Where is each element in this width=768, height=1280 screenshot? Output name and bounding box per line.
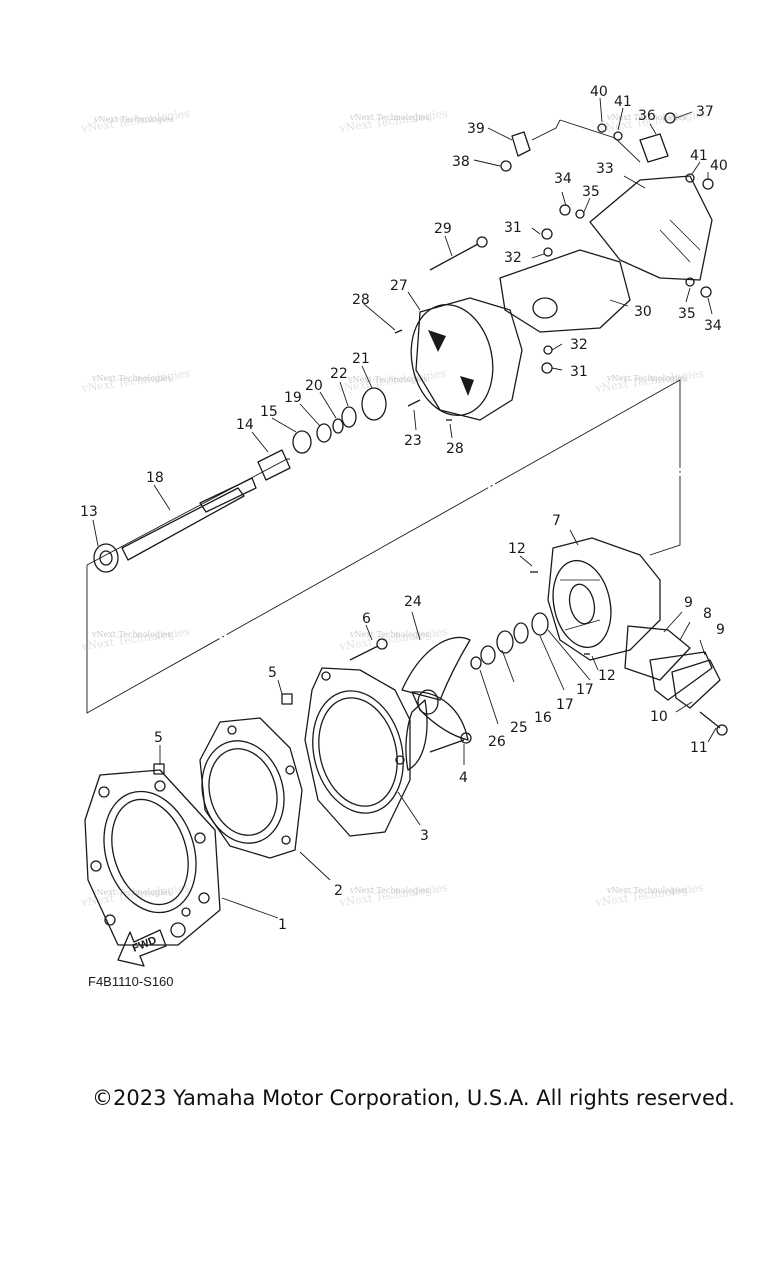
callout-8: 8	[703, 606, 712, 622]
callout-29: 29	[434, 221, 452, 237]
svg-text:vNext Technologies: vNext Technologies	[91, 630, 171, 639]
part-8-9-10-cover	[624, 625, 721, 709]
callout-5b: 5	[268, 665, 277, 681]
callout-4: 4	[459, 770, 468, 786]
callout-31b: 31	[570, 364, 588, 380]
callout-41b: 41	[690, 148, 708, 164]
callout-40b: 40	[710, 158, 728, 174]
svg-text:vNext Technologies: vNext Technologies	[349, 886, 429, 895]
svg-text:vNext Technologies: vNext Technologies	[606, 374, 686, 383]
callout-6: 6	[362, 611, 371, 627]
callout-12b: 12	[598, 668, 616, 684]
callout-28b: 28	[446, 441, 464, 457]
callout-11: 11	[690, 740, 708, 756]
callout-10: 10	[650, 709, 668, 725]
svg-text:vNext Technologies: vNext Technologies	[91, 374, 171, 383]
callout-7: 7	[552, 513, 561, 529]
part-2-housing	[199, 717, 303, 859]
callout-25: 25	[510, 720, 528, 736]
callout-39: 39	[467, 121, 485, 137]
callout-35: 35	[582, 184, 600, 200]
callout-32b: 32	[570, 337, 588, 353]
callout-9b: 9	[716, 622, 725, 638]
callout-31: 31	[504, 220, 522, 236]
copyright-notice: ©2023 Yamaha Motor Corporation, U.S.A. A…	[92, 1086, 735, 1110]
diagram-code: F4B1110-S160	[88, 974, 174, 989]
part-3-impeller-housing	[304, 667, 411, 837]
svg-text:vNext Technologies: vNext Technologies	[606, 886, 686, 895]
callout-28: 28	[352, 292, 370, 308]
callout-34b: 34	[704, 318, 722, 334]
callout-9: 9	[684, 595, 693, 611]
callout-5: 5	[154, 730, 163, 746]
callout-35b: 35	[678, 306, 696, 322]
callout-38: 38	[452, 154, 470, 170]
fwd-label: FWD	[131, 934, 159, 955]
svg-text:vNext Technologies: vNext Technologies	[93, 115, 173, 124]
callout-36: 36	[638, 108, 656, 124]
callout-12: 12	[508, 541, 526, 557]
callout-37: 37	[696, 104, 714, 120]
callout-16: 16	[534, 710, 552, 726]
part-24-impeller	[401, 636, 471, 771]
callout-41: 41	[614, 94, 632, 110]
part-27-stator	[410, 297, 523, 421]
callout-32: 32	[504, 250, 522, 266]
callout-40: 40	[590, 84, 608, 100]
shaft-components	[257, 387, 387, 481]
callout-27: 27	[390, 278, 408, 294]
callout-20: 20	[305, 378, 323, 394]
callout-labels: 1 2 3 4 5 5 6 7 8 9 9 10 11 12 12 13 14 …	[80, 84, 728, 933]
forward-arrow: FWD	[117, 929, 167, 967]
callout-14: 14	[236, 417, 254, 433]
part-7-pump-housing	[547, 537, 661, 661]
callout-24: 24	[404, 594, 422, 610]
callout-13: 13	[80, 504, 98, 520]
small-fasteners	[153, 112, 714, 775]
callout-17: 17	[556, 697, 574, 713]
callout-30: 30	[634, 304, 652, 320]
callout-34: 34	[554, 171, 572, 187]
callout-33: 33	[596, 161, 614, 177]
callout-2: 2	[334, 883, 343, 899]
part-11-bolt	[699, 711, 728, 736]
callout-3: 3	[420, 828, 429, 844]
callout-17b: 17	[576, 682, 594, 698]
part-1-intake-duct	[84, 769, 221, 946]
callout-21: 21	[352, 351, 370, 367]
seal-rings	[470, 612, 549, 670]
part-33-deflector	[589, 175, 713, 281]
callout-1: 1	[278, 917, 287, 933]
part-18-drive-shaft	[93, 477, 257, 573]
svg-text:vNext Technologies: vNext Technologies	[347, 375, 427, 384]
svg-text:vNext Technologies: vNext Technologies	[349, 630, 429, 639]
leader-lines	[92, 97, 717, 919]
callout-23: 23	[404, 433, 422, 449]
callout-18: 18	[146, 470, 164, 486]
svg-text:vNext Technologies: vNext Technologies	[349, 113, 429, 122]
callout-22: 22	[330, 366, 348, 382]
callout-26: 26	[488, 734, 506, 750]
callout-19: 19	[284, 390, 302, 406]
svg-text:vNext Technologies: vNext Technologies	[606, 113, 686, 122]
callout-15: 15	[260, 404, 278, 420]
part-30-nozzle	[499, 249, 631, 333]
assembly-boundary-lines	[86, 119, 681, 714]
svg-text:vNext Technologies: vNext Technologies	[91, 888, 171, 897]
